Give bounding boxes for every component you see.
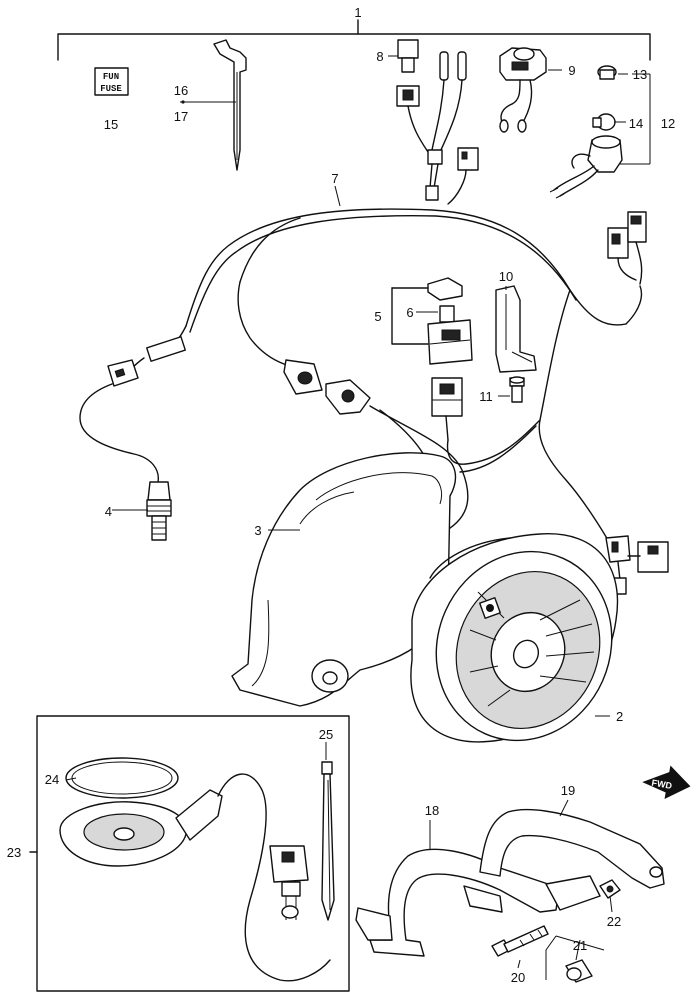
callout-9: 9 — [568, 63, 575, 78]
holder-part-9 — [499, 47, 547, 133]
fuse-text-line2: FUSE — [100, 84, 122, 94]
sub-assembly-box — [29, 715, 350, 992]
callout-8: 8 — [376, 49, 383, 64]
callout-17: 17 — [174, 109, 188, 124]
relay-part — [391, 277, 473, 365]
sensor-housing-part — [59, 757, 331, 982]
callout-2: 2 — [616, 709, 623, 724]
relay-coupler — [431, 377, 463, 441]
bolt-part-11 — [509, 376, 525, 403]
lamp-socket-part — [549, 65, 623, 199]
leader-lines — [65, 55, 651, 969]
callout-12: 12 — [661, 116, 675, 131]
callout-21: 21 — [573, 938, 587, 953]
callout-6: 6 — [406, 305, 413, 320]
callout-13: 13 — [633, 67, 647, 82]
callout-3: 3 — [254, 523, 261, 538]
callout-19: 19 — [561, 783, 575, 798]
callout-25: 25 — [319, 727, 333, 742]
fan-shroud-part — [231, 452, 457, 707]
callout-20: 20 — [511, 970, 525, 985]
callout-7: 7 — [331, 171, 338, 186]
cable-tie-part — [180, 39, 247, 171]
forward-arrow-icon: FWD — [642, 765, 691, 799]
fuse-text-line1: FUN — [103, 72, 119, 82]
callout-24: 24 — [45, 772, 59, 787]
cable-tie-part-25 — [321, 761, 335, 921]
fan-motor-part — [410, 533, 619, 743]
callout-14: 14 — [629, 116, 643, 131]
callout-5: 5 — [374, 309, 381, 324]
assembly-bracket-1 — [57, 19, 651, 61]
callout-15: 15 — [104, 117, 118, 132]
relay-bracket-part — [495, 285, 537, 373]
callout-10: 10 — [499, 269, 513, 284]
callout-23: 23 — [7, 845, 21, 860]
connector-cluster-top — [390, 39, 479, 205]
fwd-arrow-label: FWD — [651, 778, 673, 791]
callout-16: 16 — [174, 83, 188, 98]
mounting-bracket-parts — [355, 808, 665, 957]
callout-11: 11 — [479, 389, 493, 404]
callout-labels: 1 2 3 4 5 6 7 8 9 10 11 12 13 14 15 16 1… — [7, 5, 675, 985]
callout-22: 22 — [607, 914, 621, 929]
hardware-parts — [491, 879, 621, 983]
callout-4: 4 — [105, 504, 112, 519]
callout-1: 1 — [354, 5, 361, 20]
callout-18: 18 — [425, 803, 439, 818]
wiring-harness — [79, 208, 669, 604]
fuse-label-part: FUN FUSE — [94, 67, 129, 96]
